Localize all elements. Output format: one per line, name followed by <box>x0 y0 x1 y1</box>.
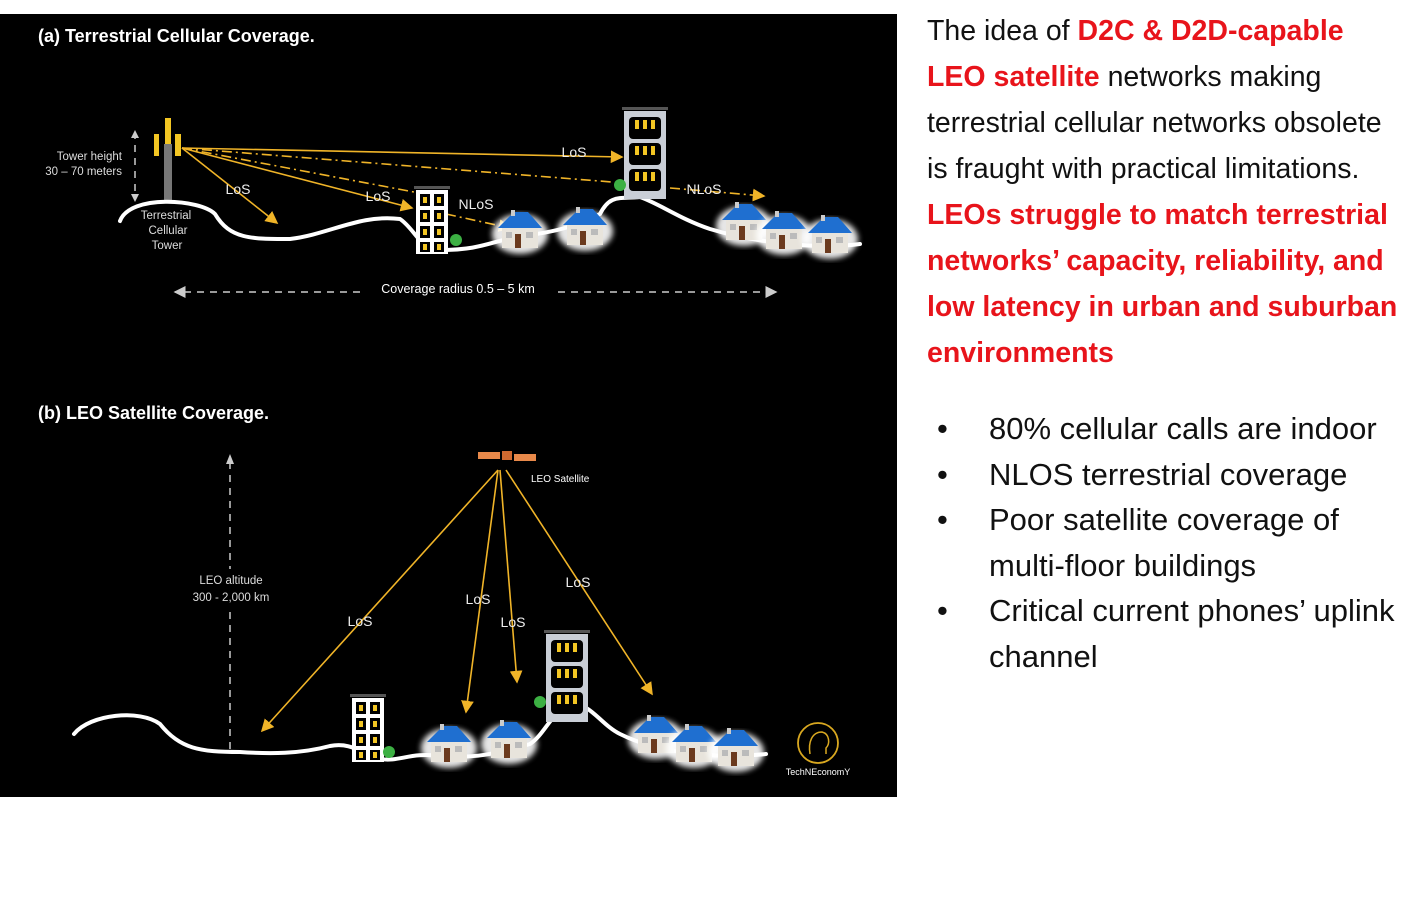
mid-building-icon <box>414 186 450 254</box>
tower-height-value: 30 – 70 meters <box>45 166 122 178</box>
bullet-item: •Poor satellite coverage of multi-floor … <box>937 502 1339 583</box>
bullet-item: •NLOS terrestrial coverage <box>937 456 1348 492</box>
los-label-a3: LoS <box>226 181 251 197</box>
altitude-value: 300 - 2,000 km <box>193 592 270 604</box>
tower-height-arrow <box>131 130 139 202</box>
tall-building-icon <box>544 630 590 722</box>
los-label-a1: LoS <box>562 144 587 160</box>
coverage-diagram: (a) Terrestrial Cellular Coverage. Tower… <box>0 14 897 797</box>
phone-icon <box>614 179 626 191</box>
tower-height-label: Tower height <box>57 151 123 163</box>
signal-rays-a <box>181 147 766 232</box>
nlos-label-a1: NLoS <box>458 196 493 212</box>
los-label-b2: LoS <box>466 591 491 607</box>
house-icon <box>421 724 477 768</box>
coverage-radius-label: Coverage radius 0.5 – 5 km <box>381 282 535 296</box>
highlight-d2c: D2C & D2D-capable LEO satellite <box>927 15 1344 93</box>
phone-icon <box>534 696 546 708</box>
tower-label-1: Terrestrial <box>141 210 191 222</box>
house-icon <box>481 720 537 764</box>
panel-b-title: (b) LEO Satellite Coverage. <box>38 403 269 423</box>
tall-building-icon <box>622 107 668 199</box>
house-icon <box>557 207 613 251</box>
cell-tower-icon <box>154 118 181 202</box>
bullet-item: •Critical current phones’ uplink channel <box>937 593 1395 674</box>
tower-label-3: Tower <box>152 240 183 252</box>
house-icon <box>492 210 548 254</box>
nlos-label-a2: NLoS <box>686 181 721 197</box>
highlight-leo-struggle: LEOs struggle to match terrestrial netwo… <box>927 199 1398 369</box>
mid-building-icon <box>350 694 386 762</box>
los-label-a2: LoS <box>366 188 391 204</box>
tower-label-2: Cellular <box>149 225 188 237</box>
commentary: The idea of D2C & D2D-capable LEO satell… <box>927 8 1407 679</box>
house-icon <box>708 728 764 772</box>
los-label-b4: LoS <box>566 574 591 590</box>
panel-a-title: (a) Terrestrial Cellular Coverage. <box>38 26 315 46</box>
bullet-item: •80% cellular calls are indoor <box>937 411 1377 446</box>
house-icon <box>802 215 858 259</box>
commentary-paragraph: The idea of D2C & D2D-capable LEO satell… <box>927 15 1398 369</box>
terrain-a <box>118 194 862 253</box>
altitude-label: LEO altitude <box>199 575 262 587</box>
phone-icon <box>450 234 462 246</box>
los-label-b1: LoS <box>348 613 373 629</box>
altitude-arrow <box>226 454 234 750</box>
bullet-list: •80% cellular calls are indoor •NLOS ter… <box>927 406 1407 679</box>
satellite-icon <box>478 451 536 461</box>
terrain-b <box>72 701 768 762</box>
satellite-label: LEO Satellite <box>531 474 590 485</box>
technEconomy-logo: TechNEconomY <box>786 722 851 777</box>
phone-icon <box>383 746 395 758</box>
los-label-b3: LoS <box>501 614 526 630</box>
svg-text:TechNEconomY: TechNEconomY <box>786 767 851 777</box>
signal-rays-b <box>260 469 653 733</box>
